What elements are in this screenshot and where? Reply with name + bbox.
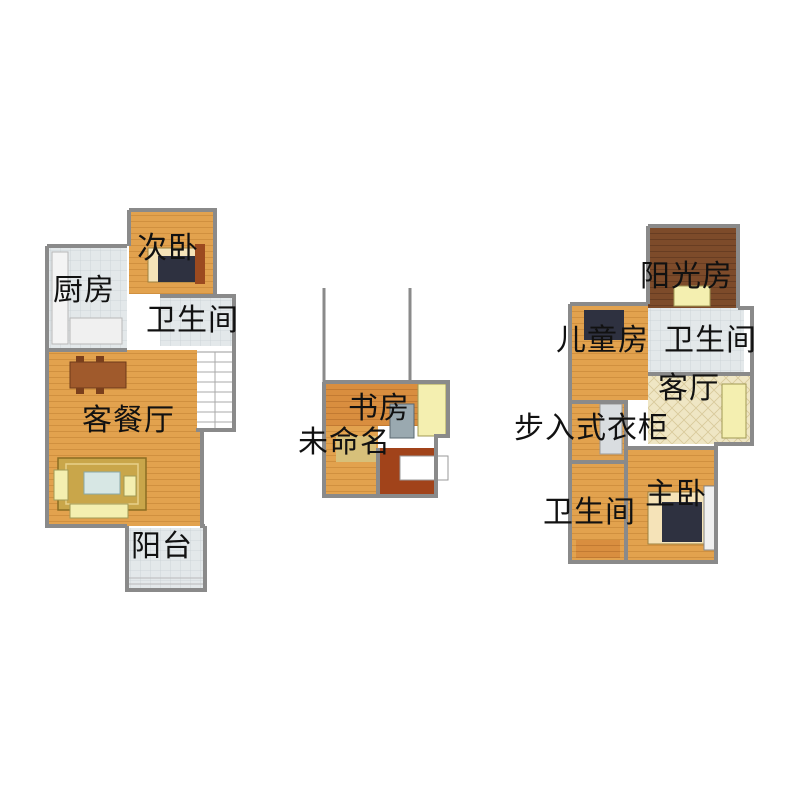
study-sofa — [417, 383, 447, 437]
label-balcony: 阳台 — [131, 529, 193, 564]
bed-second-bedroom — [147, 244, 205, 284]
label-bathroom: 卫生间 — [146, 303, 239, 338]
floor-3-plan — [568, 224, 754, 564]
floor-2-plan — [322, 288, 450, 498]
label-walk-in-closet: 步入式衣柜 — [514, 411, 669, 446]
label-upper-bathroom: 卫生间 — [664, 323, 757, 358]
balcony-area — [127, 528, 205, 590]
label-second-bedroom: 次卧 — [137, 231, 199, 266]
label-master-bedroom: 主卧 — [645, 477, 707, 512]
label-lower-bathroom: 卫生间 — [543, 495, 636, 530]
label-unnamed: 未命名 — [298, 425, 391, 460]
staircase — [195, 351, 235, 431]
floor-1-plan — [45, 208, 236, 592]
label-upper-living: 客厅 — [658, 371, 720, 406]
sunroom-sofa — [673, 285, 711, 307]
master-bed — [647, 485, 717, 551]
label-kitchen: 厨房 — [53, 273, 115, 308]
label-study: 书房 — [348, 391, 410, 426]
upper-bathroom-area — [648, 308, 744, 374]
label-kids-room: 儿童房 — [556, 323, 649, 358]
label-living-dining: 客餐厅 — [82, 403, 175, 438]
bathroom-area — [160, 296, 234, 346]
sofa — [53, 469, 137, 519]
dining-table — [69, 356, 127, 394]
upper-living-sofa — [721, 383, 747, 439]
label-sunroom: 阳光房 — [640, 259, 733, 294]
